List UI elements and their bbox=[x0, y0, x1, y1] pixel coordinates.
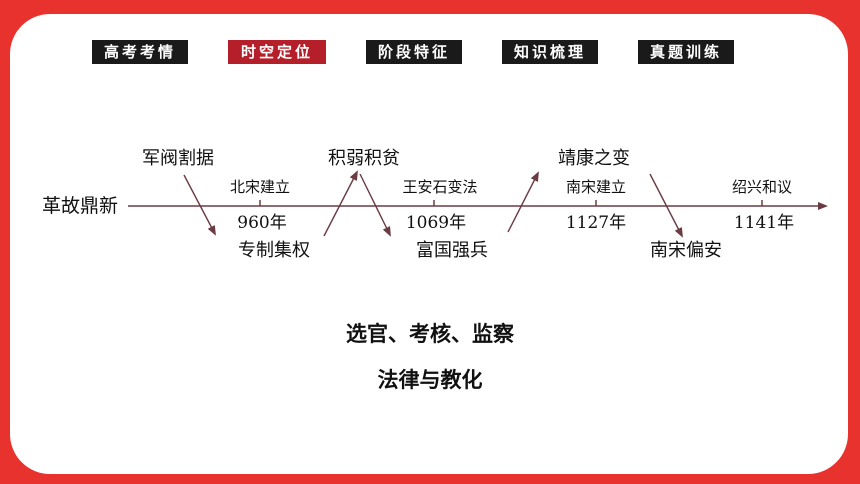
event-year: 960年 bbox=[237, 213, 286, 233]
tab-label: 时空定位 bbox=[240, 43, 313, 61]
event-year: 1127年 bbox=[566, 213, 626, 233]
event-name: 北宋建立 bbox=[230, 178, 290, 196]
content-card bbox=[10, 14, 848, 474]
timeline-start-label: 革故鼎新 bbox=[42, 195, 118, 217]
zigzag-arrow bbox=[649, 173, 683, 238]
tab-time-space-positioning[interactable]: 时空定位 bbox=[228, 40, 326, 64]
tab-label: 知识梳理 bbox=[513, 43, 586, 61]
zigzag-upper-label: 军阀割据 bbox=[142, 148, 214, 169]
tab-label: 高考考情 bbox=[103, 43, 176, 61]
tab-exam-analysis[interactable]: 高考考情 bbox=[92, 40, 192, 68]
tab-label: 真题训练 bbox=[649, 43, 722, 61]
event-name: 绍兴和议 bbox=[732, 178, 792, 196]
summary-line-1: 选官、考核、监察 bbox=[346, 322, 514, 346]
zigzag-upper-label: 靖康之变 bbox=[558, 148, 630, 169]
summary-line-2: 法律与教化 bbox=[377, 368, 483, 392]
zigzag-arrow bbox=[323, 170, 358, 237]
event-year: 1141年 bbox=[734, 213, 794, 233]
tab-label: 阶段特征 bbox=[377, 43, 450, 61]
top-nav-tabs: 高考考情 时空定位 阶段特征 知识梳理 真题训练 bbox=[0, 0, 860, 70]
zigzag-upper-label: 积弱积贫 bbox=[328, 148, 400, 169]
event-year: 1069年 bbox=[406, 213, 466, 233]
zigzag-arrow bbox=[507, 171, 539, 233]
zigzag-lower-label: 专制集权 bbox=[238, 240, 310, 261]
event-name: 南宋建立 bbox=[566, 178, 626, 196]
zigzag-arrow bbox=[359, 173, 391, 237]
zigzag-lower-label: 南宋偏安 bbox=[650, 240, 722, 261]
event-name: 王安石变法 bbox=[402, 178, 477, 196]
zigzag-lower-label: 富国强兵 bbox=[416, 240, 488, 261]
zigzag-arrow bbox=[183, 174, 216, 236]
